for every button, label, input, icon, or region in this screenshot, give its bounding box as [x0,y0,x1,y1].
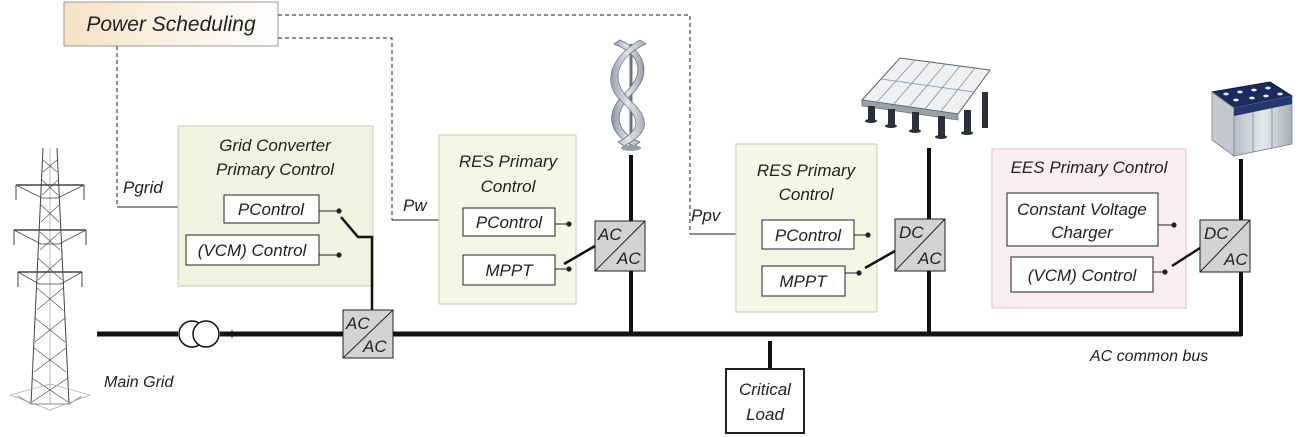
grid-converter-bottom-label: AC [362,337,387,356]
pv-converter-bottom-label: AC [917,249,942,268]
res-pv-title-2: Control [779,185,835,204]
ac-common-bus-label: AC common bus [1089,348,1208,365]
grid-converter-top-label: AC [345,314,370,333]
ees-vcm-control-label: (VCM) Control [1028,266,1138,285]
critical-load-label-1: Critical [739,380,792,399]
critical-load-block: Critical Load [725,368,805,434]
solar-panel-array-icon [861,57,991,139]
pv-switch [864,249,896,270]
vertical-axis-wind-turbine-icon [610,39,647,151]
wind-switch [563,244,596,266]
scheduling-signal-lines [116,14,691,234]
ppv-label: Ppv [691,206,722,225]
wind-converter-top-label: AC [597,225,622,244]
pv-dc-ac-converter: DC AC [894,218,946,272]
ees-cv-charger-label-1: Constant Voltage [1017,200,1147,219]
pv-pcontrol-box [761,219,855,250]
power-scheduling-box [63,1,279,47]
pv-converter-top-label: DC [899,223,924,242]
res-pv-panel: RES Primary Control PControl MPPT [735,143,878,313]
wind-ac-ac-converter: AC AC [594,220,646,272]
grid-vcm-control-box [185,234,320,266]
pw-label: Pw [403,196,428,215]
wind-converter-bottom-label: AC [616,249,641,268]
power-scheduling-label: Power Scheduling [86,13,256,36]
main-grid-label: Main Grid [104,374,174,391]
pv-pcontrol-label: PControl [775,226,842,245]
critical-load-label-2: Load [746,405,784,424]
power-scheduling-block: Power Scheduling [63,1,279,47]
res-wind-title-1: RES Primary [459,152,559,171]
battery-bank-icon [1210,81,1294,157]
res-pv-title-1: RES Primary [757,161,857,180]
grid-pcontrol-box [223,194,320,224]
pv-mppt-box [761,265,846,297]
ees-switch [1171,246,1201,268]
wind-mppt-box [462,254,556,286]
grid-converter-panel: Grid Converter Primary Control PControl … [177,125,374,287]
wind-pcontrol-box [462,207,556,237]
ees-panel: EES Primary Control Constant Voltage Cha… [991,148,1187,309]
pw-dashed-line [278,37,393,220]
grid-converter-title-1: Grid Converter [219,136,332,155]
grid-vcm-control-label: (VCM) Control [198,241,308,260]
critical-load-box [725,368,805,434]
wind-pcontrol-label: PControl [476,213,543,232]
pv-mppt-label: MPPT [779,272,828,291]
pgrid-label: Pgrid [123,178,163,197]
transformer-icon [178,320,220,348]
ees-converter-bottom-label: AC [1223,250,1248,269]
grid-pcontrol-label: PControl [238,200,305,219]
transmission-tower-icon [8,147,92,411]
ees-vcm-control-box [1010,256,1154,293]
grid-converter-switch [340,216,374,310]
wind-mppt-label: MPPT [485,261,534,280]
ees-cv-charger-box [1006,192,1159,247]
res-wind-title-2: Control [481,177,537,196]
ees-converter-top-label: DC [1204,224,1229,243]
ees-dc-ac-converter: DC AC [1199,219,1251,273]
ees-title: EES Primary Control [1011,158,1169,177]
grid-converter-title-2: Primary Control [216,160,335,179]
res-wind-panel: RES Primary Control PControl MPPT [438,134,577,305]
grid-ac-ac-converter: AC AC [342,309,394,359]
ees-cv-charger-label-2: Charger [1051,223,1114,242]
